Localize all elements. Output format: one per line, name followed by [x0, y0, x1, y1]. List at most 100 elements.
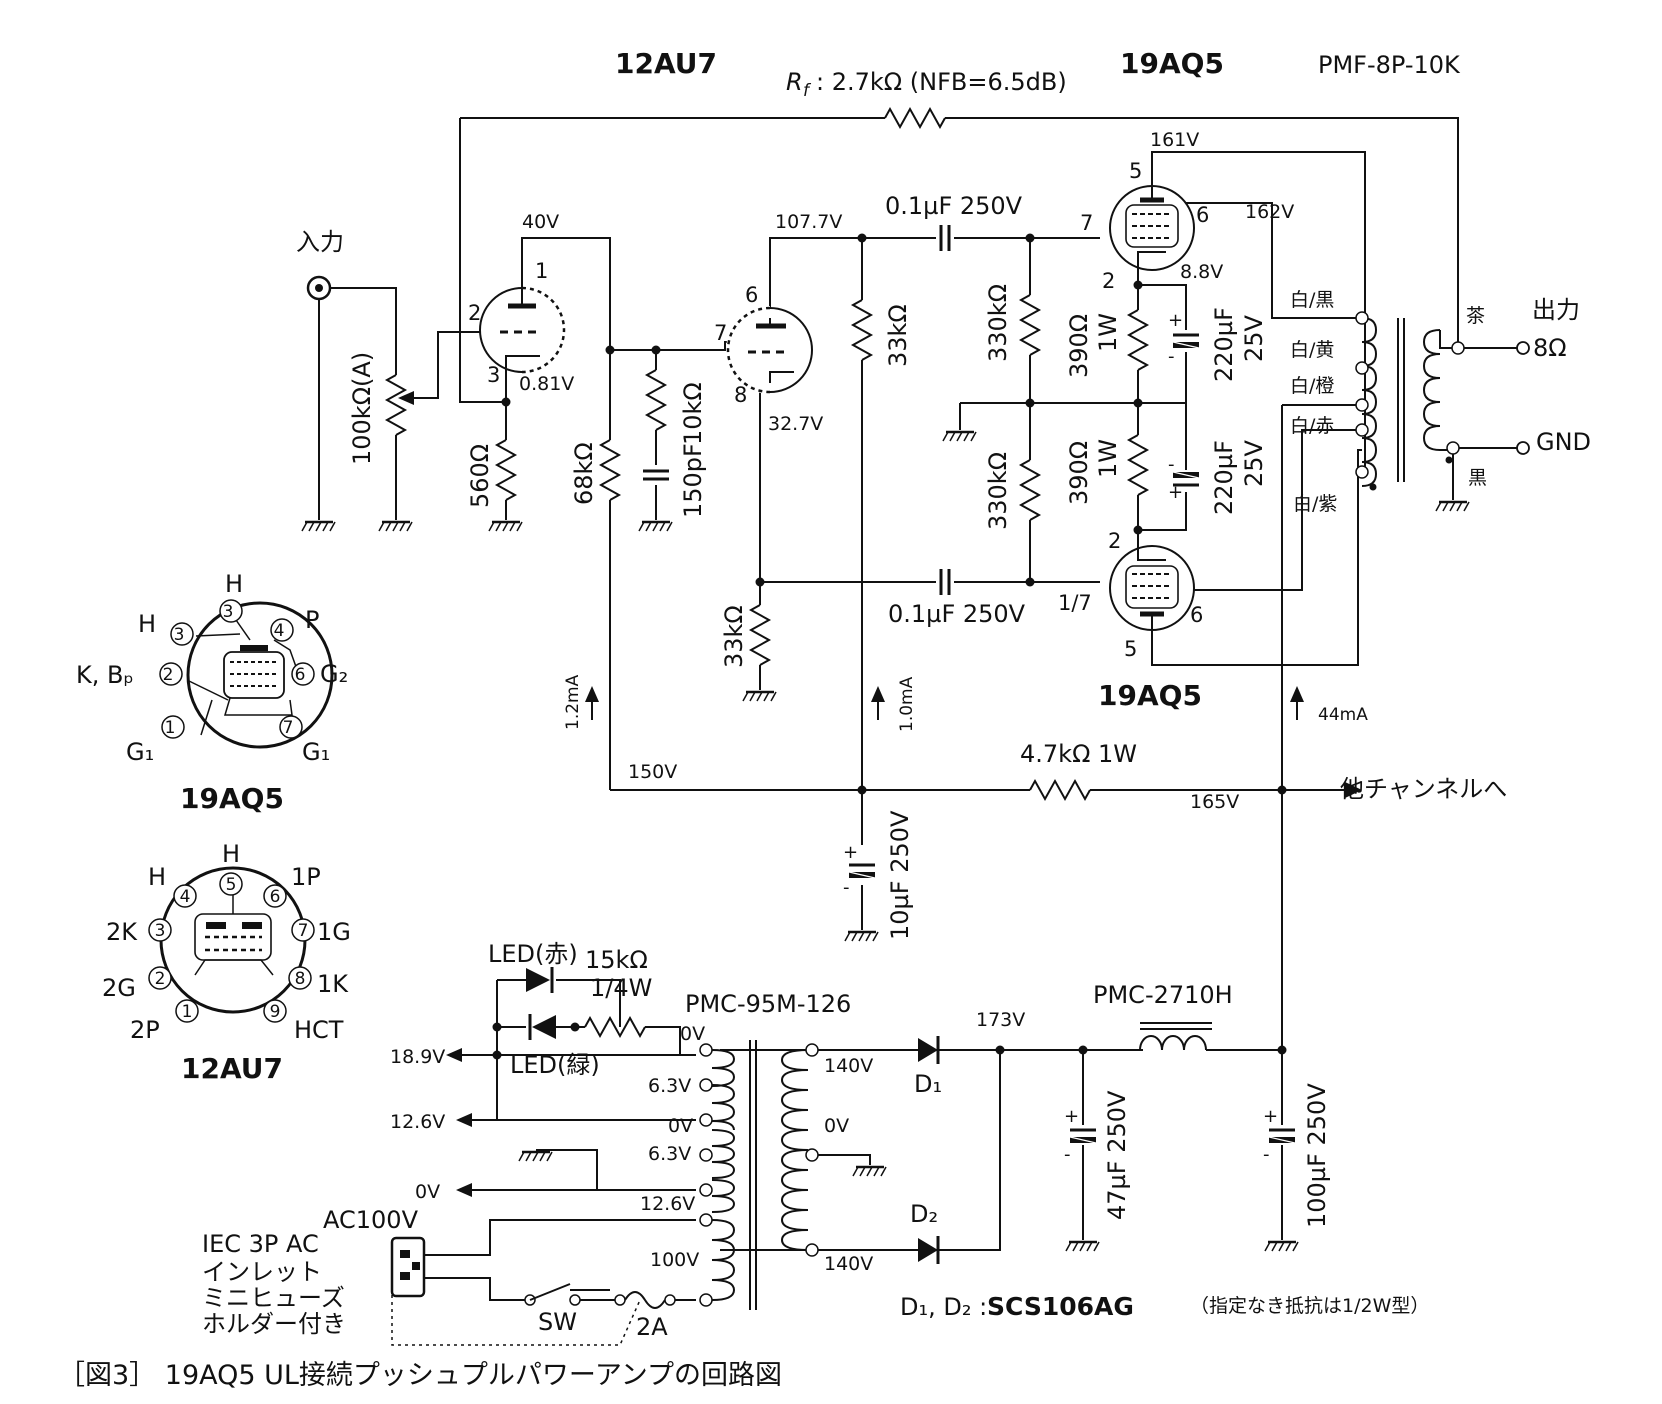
b19-pin-6: 6: [295, 665, 306, 685]
b12-pin-1: 1: [182, 1002, 193, 1022]
b12-heater-top: H: [222, 840, 240, 868]
iec-label-4: ホルダー付き: [202, 1310, 346, 1338]
fuse-label: 2A: [636, 1313, 668, 1341]
b19-screen: G₂: [320, 660, 348, 688]
pt-0v-sec: 0V: [824, 1115, 849, 1137]
pt-0v-b: 0V: [668, 1115, 693, 1137]
svg-text:-: -: [1168, 454, 1175, 475]
heater-out-18-9: 18.9V: [390, 1046, 445, 1068]
nfb-subscript: f: [803, 81, 812, 101]
b12-cathode-2: 2K: [106, 918, 138, 946]
b12-pin-9: 9: [270, 1002, 281, 1022]
d1-label: D₁: [914, 1070, 942, 1098]
output-terminal-8ohm[interactable]: [1516, 341, 1530, 355]
label-15k: 15kΩ: [585, 946, 648, 974]
filter-cap-10u: + -: [843, 842, 877, 898]
tube-label-19aq5-top: 19AQ5: [1120, 47, 1224, 80]
label-47u: 47µF 250V: [1103, 1090, 1131, 1220]
voltage-0-81v: 0.81V: [519, 373, 574, 395]
current-1-0ma: 1.0mA: [897, 676, 917, 732]
tap-black: 黒: [1468, 467, 1487, 489]
ground-symbol: [941, 430, 978, 443]
resistor-note: （指定なき抵抗は1/2W型）: [1190, 1295, 1429, 1317]
pt-100: 100V: [650, 1249, 699, 1271]
label-220u-bottom: 220µF: [1210, 440, 1238, 515]
plate-resistor-68k: [600, 439, 620, 501]
voltage-8-8v: 8.8V: [1180, 261, 1223, 283]
tube-19aq5-bottom: [1109, 530, 1195, 631]
diodes-part: SCS106AG: [987, 1292, 1134, 1321]
filter-cap-100u: + -: [1263, 1106, 1297, 1165]
svg-text:-: -: [1064, 1144, 1071, 1165]
output-transformer: [1361, 317, 1458, 491]
b19-plate: P: [305, 606, 319, 634]
ground-symbol: [300, 520, 337, 533]
pin-t2-6: 6: [1190, 603, 1203, 627]
nfb-symbol: R: [786, 68, 803, 96]
ground-symbol: [377, 520, 414, 533]
svg-text:-: -: [1168, 346, 1175, 367]
label-resistor-4k7: 4.7kΩ 1W: [1020, 740, 1137, 768]
iec-label-2: インレット: [202, 1258, 322, 1286]
ground-symbol: [851, 1165, 888, 1178]
arrow-12-6v: [456, 1113, 472, 1127]
output-transformer-label: PMF-8P-10K: [1318, 51, 1461, 79]
svg-text:+: +: [1263, 1106, 1278, 1127]
volume-potentiometer[interactable]: [386, 374, 414, 436]
diodes-prefix: D₁, D₂ :: [900, 1293, 987, 1321]
pin-t1-6: 6: [1196, 203, 1209, 227]
label-220u-bottom-volt: 25V: [1240, 439, 1268, 487]
b12-title: 12AU7: [181, 1052, 283, 1085]
diode-d2: [918, 1236, 940, 1264]
label-390-bottom-watt: 1W: [1094, 439, 1122, 478]
coupling-cap-top: [939, 223, 951, 253]
label-10k: 10kΩ: [679, 382, 707, 445]
figure-caption: ［図3］ 19AQ5 UL接続プッシュプルパワーアンプの回路図: [58, 1360, 782, 1391]
voltage-173v: 173V: [976, 1009, 1025, 1031]
grid-resistor-330k-bottom: [1020, 459, 1040, 521]
output-label: 出力: [1532, 296, 1580, 324]
tap-brown: 茶: [1466, 305, 1485, 327]
power-switch[interactable]: [524, 1283, 610, 1306]
b12-pin-6: 6: [270, 887, 281, 907]
b12-hct: HCT: [294, 1016, 344, 1044]
label-33k-top: 33kΩ: [884, 304, 912, 367]
tap-white-orange: 白/橙: [1290, 375, 1334, 397]
b12-pin-4: 4: [180, 887, 191, 907]
b12-pin-3: 3: [155, 921, 166, 941]
basing-12au7: [148, 866, 315, 1023]
voltage-107v: 107.7V: [775, 211, 842, 233]
ground-symbol: [487, 520, 524, 533]
pin-u2-6: 6: [745, 283, 758, 307]
pin-t1-5: 5: [1129, 159, 1142, 183]
pin-t1-2: 2: [1102, 269, 1115, 293]
b12-cathode-1: 1K: [317, 970, 349, 998]
iec-inlet[interactable]: [390, 1236, 426, 1298]
label-150pf: 150pF: [679, 443, 707, 518]
pin-u2-8: 8: [734, 383, 747, 407]
b19-pin-3: 3: [223, 602, 234, 622]
ac100v-label: AC100V: [323, 1206, 419, 1234]
choke-label: PMC-2710H: [1093, 981, 1233, 1009]
pin-u2-7: 7: [714, 321, 727, 345]
voltage-162v: 162V: [1245, 201, 1294, 223]
input-jack[interactable]: [306, 275, 332, 301]
arrow-to-other-channel: [1345, 782, 1362, 798]
pt-0v: 0V: [680, 1023, 705, 1045]
b12-grid-1: 1G: [317, 918, 351, 946]
label-220u-top-volt: 25V: [1240, 314, 1268, 362]
label-33k-bottom: 33kΩ: [720, 605, 748, 668]
output-terminal-gnd[interactable]: [1516, 441, 1530, 455]
b19-heater-left: H: [138, 610, 156, 638]
b12-pin-5: 5: [226, 875, 237, 895]
b12-plate-1: 1P: [291, 863, 321, 891]
diode-d1: [918, 1036, 940, 1064]
label-390-top: 390Ω: [1065, 314, 1093, 378]
iec-label-3: ミニヒューズ: [202, 1284, 345, 1312]
b19-cathode: K, Bₚ: [76, 661, 134, 689]
pin-t2-17: 1/7: [1058, 591, 1092, 615]
label-560: 560Ω: [466, 444, 494, 508]
output-gnd-label: GND: [1536, 428, 1591, 456]
label-330k-bottom: 330kΩ: [984, 452, 1012, 530]
